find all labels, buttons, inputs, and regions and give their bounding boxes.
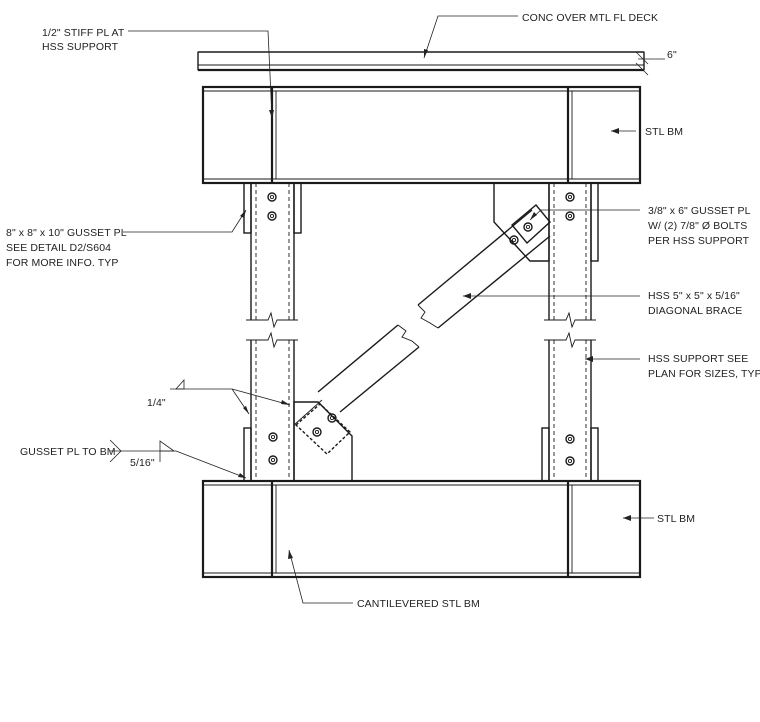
note-gusset-right-line3: PER HSS SUPPORT bbox=[648, 235, 750, 247]
bolt bbox=[565, 434, 575, 444]
note-deck-dimension: 6" bbox=[667, 49, 677, 61]
note-gusset-left-line3: FOR MORE INFO. TYP bbox=[6, 257, 118, 269]
note-stl-bm-bottom: STL BM bbox=[657, 513, 695, 525]
note-cantilevered-beam: CANTILEVERED STL BM bbox=[357, 598, 480, 610]
bolt bbox=[327, 413, 337, 423]
note-weld-5-16: 5/16" bbox=[130, 457, 155, 469]
right-hss-support bbox=[544, 183, 596, 481]
note-brace-line2: DIAGONAL BRACE bbox=[648, 305, 742, 317]
bottom-steel-beam bbox=[201, 479, 642, 579]
bolt bbox=[565, 211, 575, 221]
concrete-deck-slab bbox=[197, 51, 645, 72]
note-hss-support-line2: PLAN FOR SIZES, TYP bbox=[648, 368, 760, 380]
note-weld-quarter: 1/4" bbox=[147, 397, 166, 409]
note-stiff-pl-line1: 1/2" STIFF PL AT bbox=[42, 27, 125, 39]
note-gusset-left-line1: 8" x 8" x 10" GUSSET PL bbox=[6, 227, 127, 239]
bolt bbox=[509, 235, 519, 245]
bolt bbox=[565, 192, 575, 202]
note-stiff-pl-line2: HSS SUPPORT bbox=[42, 41, 119, 53]
bolt bbox=[267, 192, 277, 202]
annotations: 1/2" STIFF PL AT HSS SUPPORT CONC OVER M… bbox=[6, 12, 760, 610]
lower-gusset-plate bbox=[293, 401, 353, 482]
note-stl-bm-top: STL BM bbox=[645, 126, 683, 138]
bolt bbox=[565, 456, 575, 466]
note-gusset-to-bm: GUSSET PL TO BM bbox=[20, 446, 116, 458]
note-hss-support-line1: HSS SUPPORT SEE bbox=[648, 353, 748, 365]
note-gusset-right-line2: W/ (2) 7/8" Ø BOLTS bbox=[648, 220, 747, 232]
note-conc-deck: CONC OVER MTL FL DECK bbox=[522, 12, 658, 24]
stiffener-plates bbox=[243, 182, 599, 482]
bolt bbox=[267, 211, 277, 221]
bolts bbox=[267, 192, 575, 466]
bolt bbox=[268, 432, 278, 442]
top-steel-beam bbox=[201, 85, 642, 185]
diagonal-brace bbox=[293, 204, 551, 455]
note-gusset-right-line1: 3/8" x 6" GUSSET PL bbox=[648, 205, 751, 217]
bolt bbox=[268, 455, 278, 465]
leaders bbox=[109, 15, 665, 604]
bolt bbox=[523, 222, 533, 232]
upper-gusset-plate bbox=[493, 182, 550, 262]
note-brace-line1: HSS 5" x 5" x 5/16" bbox=[648, 290, 740, 302]
bolt bbox=[312, 427, 322, 437]
note-gusset-left-line2: SEE DETAIL D2/S604 bbox=[6, 242, 111, 254]
